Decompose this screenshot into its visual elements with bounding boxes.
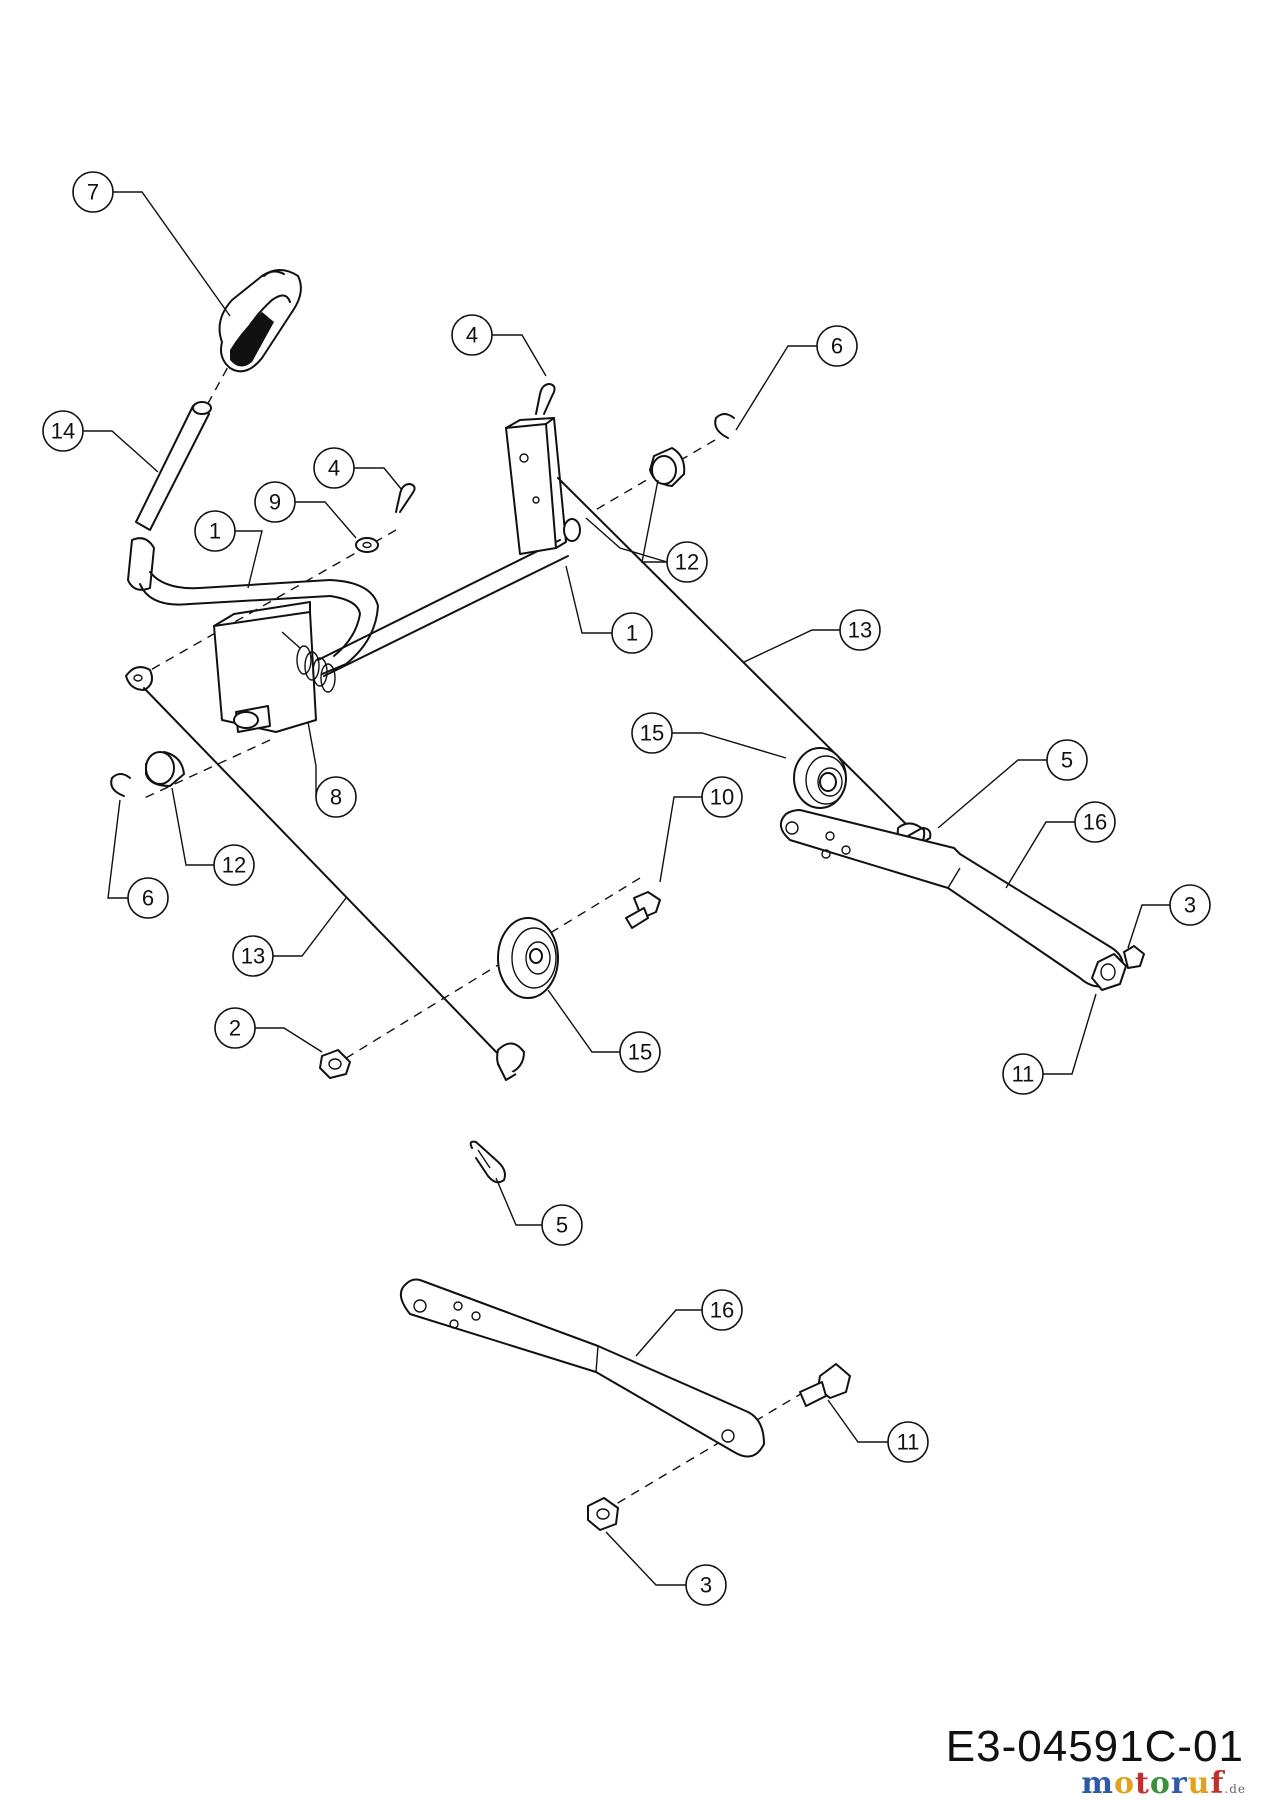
svg-text:2: 2 (229, 1016, 241, 1041)
callout-item-1: 1 (194, 510, 236, 552)
svg-text:9: 9 (269, 490, 281, 515)
washer (355, 537, 379, 553)
callout-item-4: 4 (451, 314, 493, 356)
shoulder-bolt (625, 891, 661, 929)
svg-text:4: 4 (466, 323, 478, 348)
callout-item-7: 7 (72, 171, 114, 213)
callout-item-5: 5 (541, 1204, 583, 1246)
svg-text:7: 7 (87, 180, 99, 205)
callout-item-5: 5 (1046, 739, 1088, 781)
callout-item-11: 11 (1002, 1053, 1044, 1095)
callout-item-3: 3 (685, 1564, 727, 1606)
svg-text:12: 12 (222, 853, 246, 878)
svg-text:11: 11 (1012, 1062, 1035, 1087)
svg-text:1: 1 (209, 519, 221, 544)
callout-item-8: 8 (315, 776, 357, 818)
svg-text:3: 3 (700, 1573, 712, 1598)
callout-item-14: 14 (42, 410, 84, 452)
callout-item-6: 6 (127, 877, 169, 919)
svg-text:15: 15 (640, 721, 664, 746)
link-bolt (799, 953, 1127, 1407)
callout-item-13: 13 (839, 609, 881, 651)
callout-item-2: 2 (214, 1007, 256, 1049)
svg-text:13: 13 (241, 944, 265, 969)
e-clip (110, 413, 735, 797)
callout-item-6: 6 (816, 325, 858, 367)
svg-text:8: 8 (330, 785, 342, 810)
svg-text:6: 6 (142, 886, 154, 911)
lift-rod (125, 477, 926, 1081)
callout-leaders (83, 191, 1170, 1586)
svg-text:16: 16 (1083, 810, 1107, 835)
hair-pin (469, 827, 932, 1184)
callout-item-1: 1 (611, 612, 653, 654)
svg-text:4: 4 (328, 456, 340, 481)
svg-text:6: 6 (831, 334, 843, 359)
callout-item-15: 15 (619, 1031, 661, 1073)
flange-bushing (145, 447, 686, 787)
lock-nut (319, 1049, 351, 1079)
svg-text:5: 5 (556, 1213, 568, 1238)
drawing-code: E3-04591C-01 (945, 1722, 1244, 1771)
callout-item-11: 11 (887, 1421, 929, 1463)
callout-item-12: 12 (666, 541, 708, 583)
svg-text:12: 12 (675, 550, 699, 575)
callout-item-15: 15 (631, 712, 673, 754)
svg-text:3: 3 (1184, 893, 1196, 918)
callout-item-16: 16 (1074, 801, 1116, 843)
callout-item-10: 10 (701, 776, 743, 818)
torsion-spring (281, 631, 336, 693)
callout-item-12: 12 (213, 844, 255, 886)
flange-nut (587, 945, 1145, 1531)
watermark-text: motoruf (1081, 1766, 1225, 1801)
svg-text:13: 13 (848, 618, 872, 643)
lever-rod (127, 401, 331, 606)
svg-text:1: 1 (626, 621, 638, 646)
callout-item-16: 16 (701, 1289, 743, 1331)
cotter-pin (395, 383, 556, 513)
callout-item-9: 9 (254, 481, 296, 523)
svg-text:14: 14 (51, 419, 75, 444)
callout-item-4: 4 (313, 447, 355, 489)
svg-text:16: 16 (710, 1298, 734, 1323)
lift-shaft-assembly (213, 417, 581, 733)
handle-grip (218, 269, 302, 373)
svg-text:10: 10 (710, 785, 734, 810)
lift-link (399, 809, 1124, 1458)
watermark-tld: .de (1224, 1782, 1246, 1796)
svg-text:15: 15 (628, 1040, 652, 1065)
watermark-logo: motoruf.de (1081, 1766, 1246, 1801)
callout-item-13: 13 (232, 935, 274, 977)
svg-text:5: 5 (1061, 748, 1073, 773)
svg-text:11: 11 (897, 1430, 920, 1455)
callout-item-3: 3 (1169, 884, 1211, 926)
idler-pulley (497, 747, 847, 999)
